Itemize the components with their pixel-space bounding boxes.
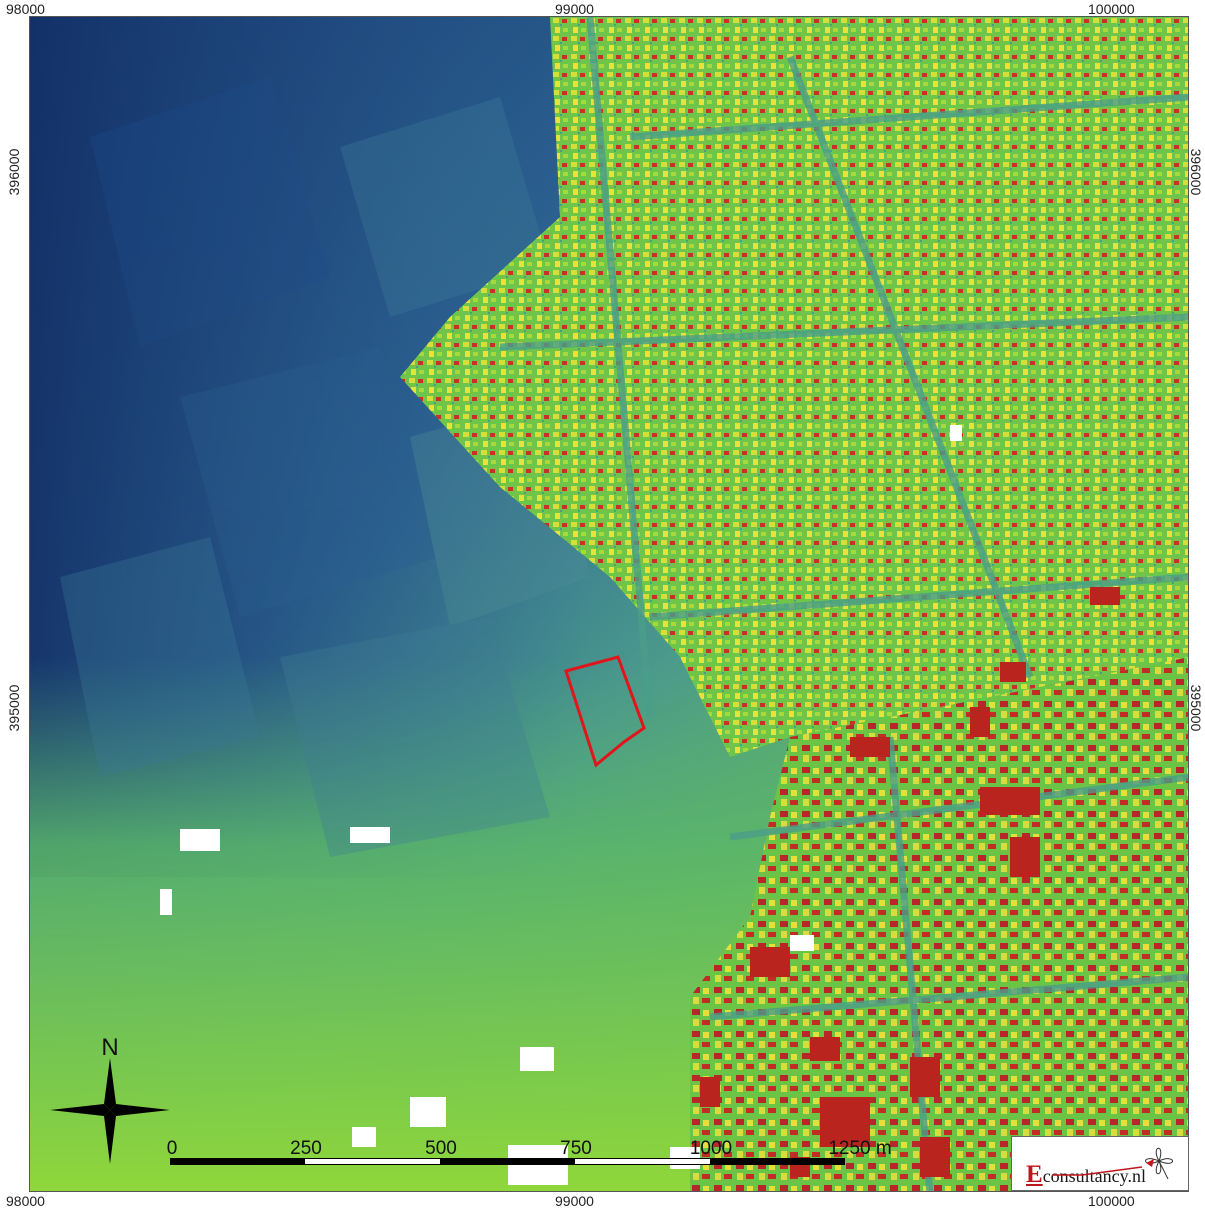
scale-label-250: 250 — [290, 1138, 322, 1159]
coord-top-2: 99000 — [555, 1, 594, 17]
scale-label-0: 0 — [166, 1138, 178, 1159]
elevation-map[interactable] — [29, 16, 1189, 1192]
coord-left-1: 396000 — [6, 148, 22, 196]
scale-bar — [170, 1158, 845, 1165]
logo-name: consultancy.nl — [1042, 1166, 1146, 1186]
coord-bottom-3: 100000 — [1088, 1193, 1135, 1209]
logo-swoosh — [1052, 1166, 1143, 1176]
nodata-patches — [160, 425, 962, 1185]
scale-label-1250: 1250 m — [828, 1138, 892, 1159]
building-blocks — [700, 587, 1120, 1177]
scale-label-750: 750 — [560, 1138, 592, 1159]
coord-right-2: 395000 — [1188, 684, 1204, 732]
logo-letter-e: E — [1026, 1161, 1043, 1188]
coord-top-3: 100000 — [1088, 1, 1135, 17]
company-logo[interactable]: Econsultancy.nl — [1011, 1136, 1189, 1191]
scale-label-1000: 1000 — [689, 1138, 733, 1159]
scale-label-500: 500 — [425, 1138, 457, 1159]
site-outline[interactable] — [564, 655, 646, 768]
coord-bottom-1: 98000 — [6, 1193, 45, 1209]
logo-text: Econsultancy.nl — [1026, 1161, 1146, 1189]
map-canvas — [30, 17, 1188, 1191]
north-label: N — [101, 1034, 119, 1061]
clover-icon — [1145, 1147, 1173, 1180]
north-arrow-icon — [50, 1058, 170, 1164]
coord-bottom-2: 99000 — [555, 1193, 594, 1209]
coord-top-1: 98000 — [6, 1, 45, 17]
coord-right-1: 396000 — [1188, 148, 1204, 196]
polder-fields — [60, 77, 590, 857]
road-network — [499, 17, 1188, 1191]
coord-left-2: 395000 — [6, 684, 22, 732]
